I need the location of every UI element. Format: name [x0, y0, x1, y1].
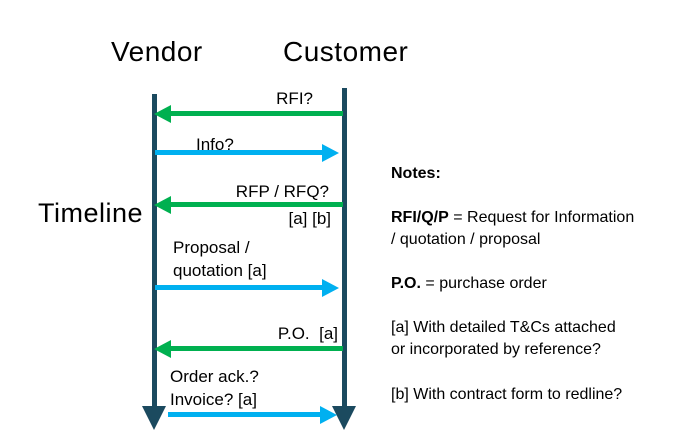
- proposal-arrow-shaft: [155, 285, 323, 290]
- info-arrow-shaft: [155, 150, 323, 155]
- note-a: [a] With detailed T&Cs attached or incor…: [391, 317, 616, 361]
- actor-customer-label: Customer: [283, 36, 409, 67]
- timeline-label: Timeline: [38, 198, 144, 228]
- actor-vendor-label: Vendor: [111, 36, 203, 67]
- right-arrowhead-icon: [320, 406, 337, 424]
- note-lead: RFI/Q/P: [391, 209, 449, 226]
- rfp-rfq-arrow-shaft: [170, 202, 343, 207]
- vendor-lifeline: [152, 94, 157, 408]
- note-text: = Request for Information / quotation / …: [391, 209, 635, 248]
- message-label-info: Info?: [196, 135, 234, 154]
- message-label-proposal-quotation: Proposal / quotation [a]: [173, 238, 267, 280]
- note-lead: P.O.: [391, 275, 421, 292]
- left-arrowhead-icon: [154, 105, 171, 123]
- note-b: [b] With contract form to redline?: [391, 384, 622, 406]
- message-sublabel-a-b: [a] [b]: [288, 209, 331, 228]
- note-rfi-definition: RFI/Q/P = Request for Information / quot…: [391, 207, 634, 251]
- message-label-rfp-rfq: RFP / RFQ?: [235, 182, 329, 201]
- message-label-rfi: RFI?: [276, 89, 313, 108]
- message-label-order-ack-invoice: Order ack.? Invoice? [a]: [170, 367, 259, 409]
- invoice-arrow-shaft: [168, 412, 321, 417]
- left-arrowhead-icon: [154, 196, 171, 214]
- note-text: [a] With detailed T&Cs attached or incor…: [391, 319, 616, 358]
- customer-lifeline: [342, 88, 347, 408]
- rfi-arrow-shaft: [170, 111, 343, 116]
- po-arrow-shaft: [170, 346, 343, 351]
- vendor-lifeline-arrowhead-icon: [142, 406, 166, 430]
- note-po-definition: P.O. = purchase order: [391, 273, 547, 295]
- right-arrowhead-icon: [322, 279, 339, 297]
- right-arrowhead-icon: [322, 144, 339, 162]
- note-text: = purchase order: [420, 275, 547, 292]
- note-text: [b] With contract form to redline?: [391, 386, 623, 403]
- left-arrowhead-icon: [154, 340, 171, 358]
- message-label-po: P.O. [a]: [277, 324, 338, 343]
- notes-heading: Notes:: [391, 165, 441, 182]
